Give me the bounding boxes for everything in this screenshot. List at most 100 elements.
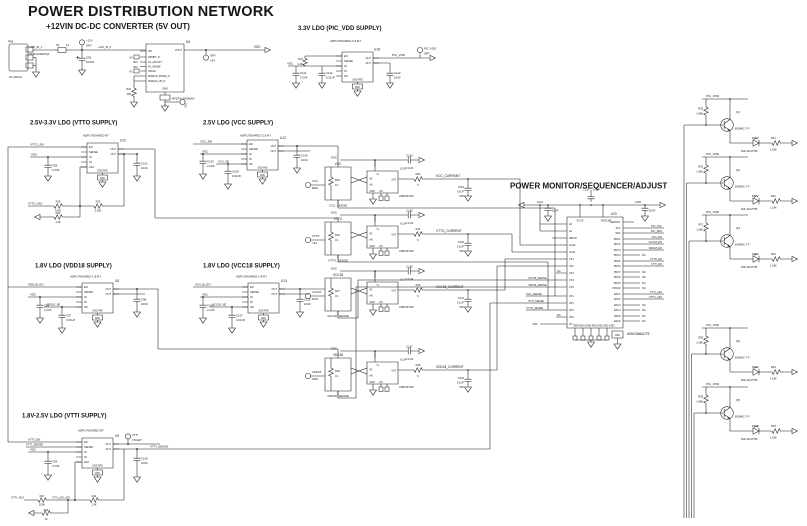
net-label: VTTO: [312, 234, 320, 238]
ref-des: R31: [416, 227, 421, 231]
net-label: VTTI_ADJ: [11, 496, 25, 500]
section-title: POWER MONITOR/SEQUENCER/ADJUST: [510, 182, 667, 191]
net-label: VTTI_LDO_ADJ: [52, 497, 71, 500]
value-label: 0: [417, 183, 419, 187]
ldo-u18: [336, 52, 379, 96]
capacitor: [78, 54, 86, 65]
part-number: ADP1706ARDZ-R7: [83, 134, 109, 138]
pin-label: DAC3: [614, 304, 621, 307]
value-label: 1.68K: [696, 341, 703, 345]
ref-des: R23: [126, 87, 131, 91]
ref-des: D39: [752, 365, 757, 369]
part-number: ADM1066ACPZ: [627, 332, 650, 336]
net-label: VTTI_ADJ: [650, 290, 663, 294]
net-label: NC: [557, 313, 561, 317]
ref-des: C98: [141, 298, 147, 302]
pin-label: INHIBIT_N: [148, 56, 160, 59]
pin-label: PDO2: [614, 243, 621, 246]
ref-des: R39: [698, 395, 703, 399]
led-stage-1: PIC_VDD R35 1.68K Q1 BC848C-7-F D36 SML-…: [696, 94, 798, 153]
net-label: VCC_SENSE: [526, 292, 542, 296]
section-title: 1.8V LDO (VDD18 SUPPLY): [35, 264, 112, 270]
part-number: SML-310LTT86: [741, 438, 758, 441]
ref-des: R38: [698, 336, 703, 340]
value-label: 1A: [66, 43, 69, 47]
net-label: VDC: [30, 292, 37, 296]
part-number: ADP1706ARDZ-3.3-R7: [330, 39, 361, 43]
net-label: VDD18_EN: [649, 246, 663, 250]
net-label: VTTI_SENSE: [150, 444, 168, 448]
vcc18-ldo-section: 1.8V LDO (VCC18 SUPPLY) ADP1706ARDZ-1.8-…: [193, 264, 325, 334]
pin-label: TRACK: [148, 70, 157, 73]
net-label: NC: [642, 314, 646, 318]
net-label: NC: [642, 275, 646, 279]
value-label: 10UF: [301, 158, 308, 162]
sequencer-ic: [567, 217, 623, 328]
ref-des: D36: [752, 136, 757, 140]
value-label: 0.1UF: [406, 277, 414, 281]
pin-label: SD: [249, 162, 253, 166]
net-label: +12V: [86, 39, 93, 43]
value-label: 0.01UF: [232, 174, 241, 178]
indicator-12v: [79, 39, 85, 46]
value-label: 2.2UF: [207, 308, 215, 312]
ldo-u13: [242, 283, 285, 327]
net-label: NC: [642, 270, 646, 274]
ref-des: C99: [52, 164, 58, 168]
value-label: 280: [127, 92, 132, 96]
net-label: VDC: [202, 149, 209, 153]
indicator-vtti: [125, 433, 131, 440]
value-label: 1.18K: [770, 435, 777, 439]
net-label: VDD18_EN: [28, 282, 44, 286]
value-label: 2.2UF: [207, 164, 215, 168]
part-number: DSS2U123DAHQF: [29, 53, 50, 56]
net-label: +5V: [210, 59, 215, 63]
net-label: VDC: [331, 267, 338, 271]
net-label: VDC: [254, 45, 261, 49]
value-label: 0.01UF: [236, 318, 245, 322]
section-title: 1.8V LDO (VCC18 SUPPLY): [203, 264, 280, 270]
value-label: 1.18K: [770, 205, 777, 209]
ref-des: R28: [335, 369, 340, 373]
net-label: VTTO_ADJ: [28, 201, 43, 205]
ref-des: Q3: [736, 226, 740, 230]
net-label: VDC: [202, 292, 209, 296]
net-label: VDC: [287, 62, 294, 66]
pin-label: MARGIN_UP_N: [148, 80, 166, 83]
ref-des: C111: [300, 71, 307, 75]
net-label: VCC18: [333, 273, 344, 277]
pin-label: AUX1: [569, 251, 576, 254]
ref-des: R19: [44, 508, 49, 512]
value-label: 1.68K: [696, 112, 703, 116]
ref-des: U16: [400, 222, 406, 226]
pin-label: PDO9: [614, 282, 621, 285]
pin-label: PDO7: [614, 271, 621, 274]
net-label: VDC: [533, 322, 539, 326]
led-stage-2: PIC_VDD R36 1.68K Q2 BC848C-7-F D37 SML-…: [696, 152, 798, 211]
ref-des: C112: [326, 71, 333, 75]
value-label: 0: [417, 374, 419, 378]
section-title: 2.5V LDO (VCC SUPPLY): [203, 121, 273, 127]
pad-label: PAD: [615, 334, 620, 337]
pin-label: PDO1: [614, 238, 621, 241]
pin-label: SDA: [615, 232, 620, 235]
net-label: PIC_VDD: [392, 53, 406, 57]
indicator-picvdd: [417, 47, 423, 53]
part-number: AD8219YRZ: [399, 194, 414, 198]
pin-label: VX1: [569, 258, 574, 261]
net-label: VCC_SE: [218, 159, 229, 163]
ref-des: C119: [458, 185, 465, 189]
ref-des: R41: [771, 136, 776, 140]
current-monitor-vcc: C114 0.1UF VDC VCC R25 0.1 VCC RED VCC_S…: [305, 154, 472, 208]
net-label: VTTO_CURRENT: [436, 229, 462, 233]
transistor-q2: [718, 176, 734, 190]
ref-des: R27: [335, 289, 340, 293]
ref-des: C115: [406, 209, 413, 213]
value-label: 2.2UF: [300, 76, 308, 80]
dni-label: DNI: [460, 194, 465, 198]
color-label: WHT: [312, 297, 319, 301]
dc-jack: [9, 44, 28, 71]
section-title: 2.5V-3.3V LDO (VTTO SUPPLY): [30, 121, 117, 127]
value-label: 1.2K: [55, 220, 61, 224]
